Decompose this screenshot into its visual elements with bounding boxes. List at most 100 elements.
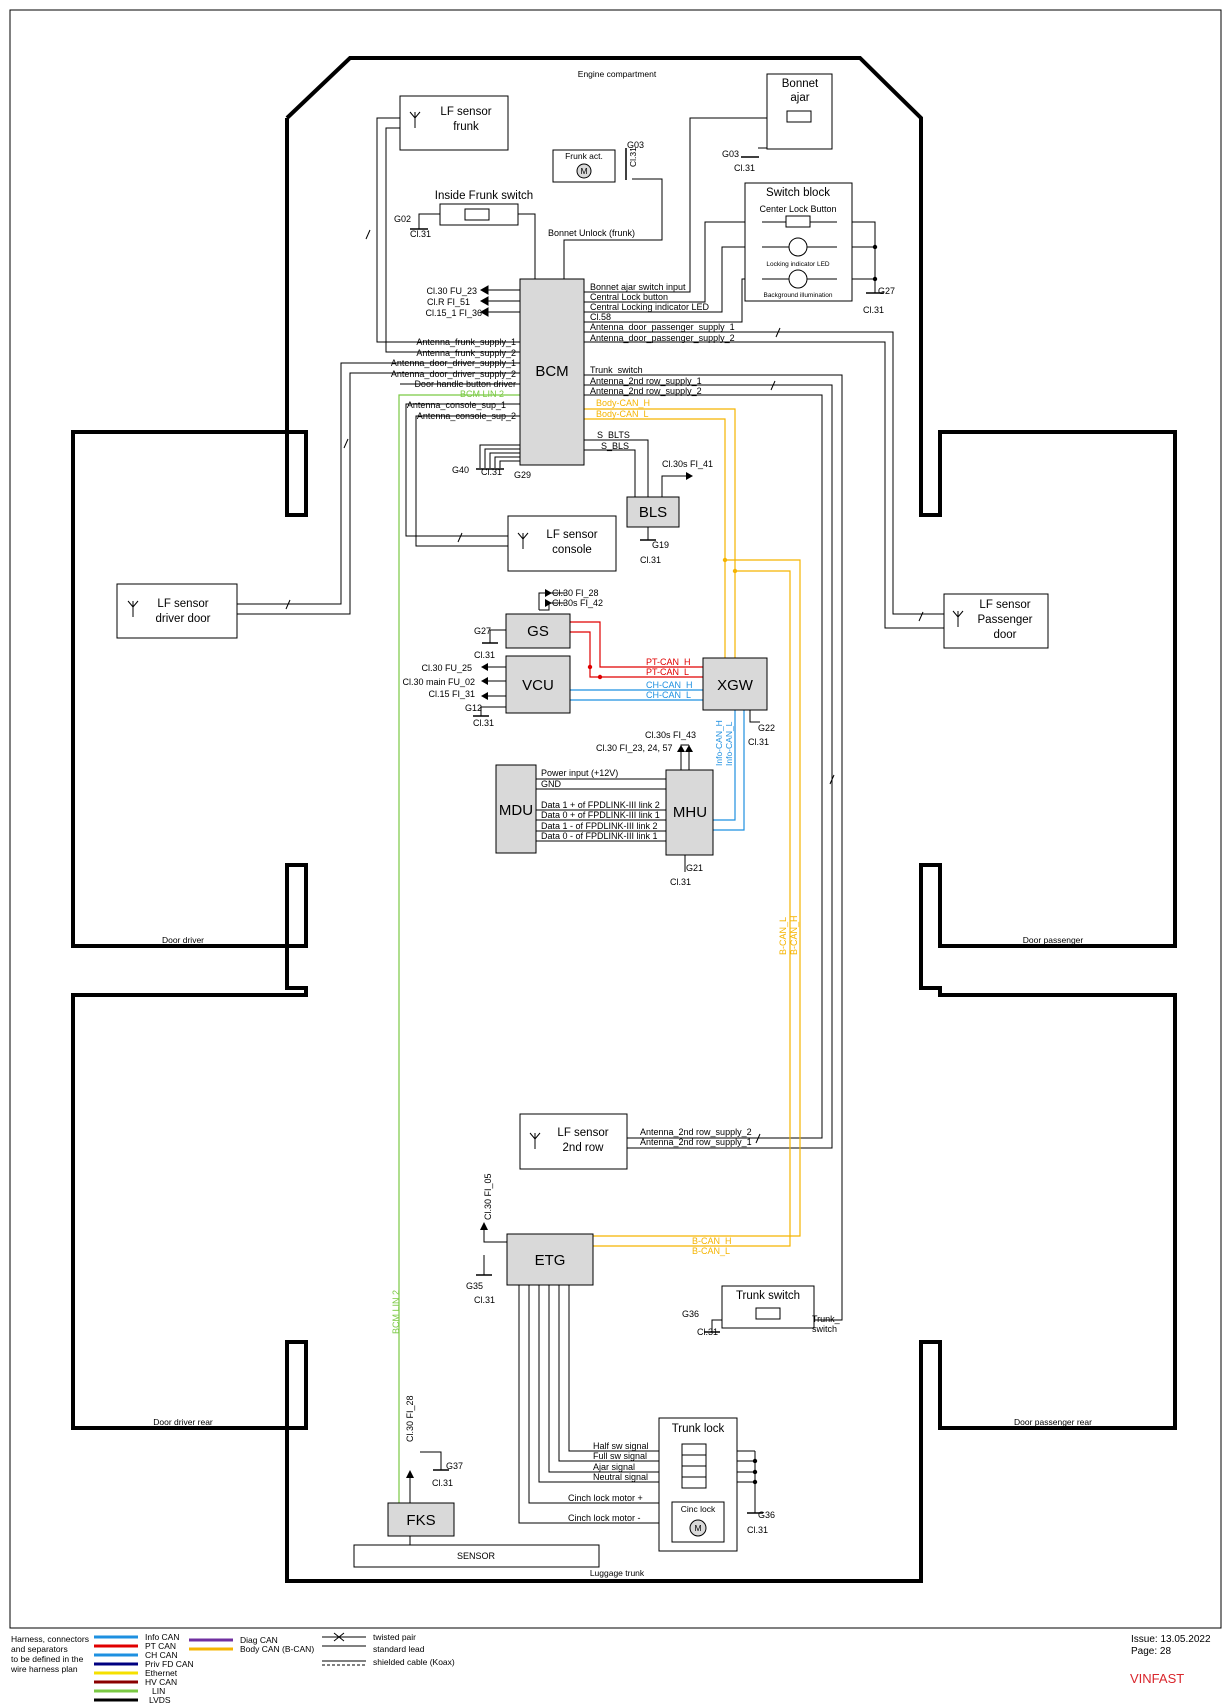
mhu-supply-1: Cl.30s FI_43 [645, 730, 696, 740]
g27-sb-cl31: Cl.31 [863, 305, 884, 315]
bcm-left-1: Cl.R FI_51 [427, 297, 470, 307]
trunk-sw-2: switch [812, 1324, 837, 1334]
trunk-line-3: Neutral signal [593, 1472, 648, 1482]
lf-console-1: LF sensor [546, 529, 597, 541]
legend-item-4: Ethernet [145, 1668, 178, 1678]
bcm-right-7: Trunk_switch [590, 365, 643, 375]
bcm-left-9: Antenna_console_sup_1 [407, 400, 506, 410]
lf-console-2: console [552, 544, 592, 556]
ch-can-l: CH-CAN_L [646, 690, 691, 700]
antenna-icon [952, 610, 964, 627]
gs-box [505, 613, 571, 649]
legend-note-2: to be defined in the [11, 1654, 84, 1664]
twist-marks [285, 229, 924, 1144]
b-can-l-etg: B-CAN_L [692, 1246, 730, 1256]
g40-label: G40 [452, 465, 469, 475]
g35-label: G35 [466, 1281, 483, 1291]
lf-row2-2: 2nd row [563, 1142, 605, 1154]
vehicle-outline [71, 56, 1177, 1583]
g21-cl31: Cl.31 [670, 877, 691, 887]
row2-line-0: Antenna_2nd row_supply_2 [640, 1127, 752, 1137]
trunk-switch-box [721, 1285, 815, 1329]
trunk-lock-title: Trunk lock [672, 1423, 725, 1435]
door-passenger-label: Door passenger [1023, 935, 1084, 945]
xgw-label: XGW [717, 677, 754, 694]
legend-item2-1: Body CAN (B-CAN) [240, 1644, 314, 1654]
brand-logo: VINFAST [1130, 1671, 1184, 1686]
bcm-right-4: Cl.58 [590, 312, 611, 322]
bls-supply: Cl.30s FI_41 [662, 459, 713, 469]
gs-supply-2: Cl.30s FI_42 [552, 598, 603, 608]
wire-type-2: shielded cable (Koax) [373, 1657, 455, 1667]
g27-gs-cl31: Cl.31 [474, 650, 495, 660]
lf-row2-1: LF sensor [557, 1127, 608, 1139]
g40-cl31: Cl.31 [481, 467, 502, 477]
lf-pass-1: LF sensor [979, 599, 1030, 611]
mdu-lines: Power input (+12V) GND Data 1 + of FPDLI… [541, 768, 660, 841]
g19-cl31: Cl.31 [640, 555, 661, 565]
lf-sensor-passenger [943, 593, 1049, 649]
locking-led-icon [788, 237, 808, 257]
trunk-lines: Half sw signal Full sw signal Ajar signa… [568, 1441, 649, 1523]
g36-tl-label: G36 [758, 1510, 775, 1520]
legend-item-7: LVDS [149, 1695, 171, 1705]
issue-date: Issue: 13.05.2022 [1131, 1634, 1211, 1645]
g03-bonnet-cl31: Cl.31 [734, 163, 755, 173]
g02-cl31: Cl.31 [410, 229, 431, 239]
center-lock-label: Center Lock Button [759, 204, 836, 214]
bcm-left-8: BCM LIN 2 [460, 389, 504, 399]
trunk-line-1: Full sw signal [593, 1451, 647, 1461]
g02-label: G02 [394, 214, 411, 224]
bcm-supply-arrows [479, 285, 520, 317]
sensor-box [353, 1544, 600, 1568]
motor-label: M [580, 166, 587, 176]
fks-box [387, 1502, 455, 1537]
g22-cl31: Cl.31 [748, 737, 769, 747]
bcm-right-0: Bonnet Unlock (frunk) [548, 228, 635, 238]
row2-line-1: Antenna_2nd row_supply_1 [640, 1137, 752, 1147]
g35-cl31: Cl.31 [474, 1295, 495, 1305]
bcm-right-5: Antenna_door_passenger_supply_1 [590, 322, 735, 332]
vcu-supply-1: Cl.30 FU_25 [421, 663, 472, 673]
bonnet-2: ajar [790, 92, 809, 104]
page-number: Page: 28 [1131, 1646, 1171, 1657]
legend-item-5: HV CAN [145, 1677, 177, 1687]
vcu-label: VCU [522, 677, 554, 694]
mdu-box [495, 764, 537, 854]
legend-item2-0: Diag CAN [240, 1635, 278, 1645]
trunk-line-4: Cinch lock motor + [568, 1493, 643, 1503]
center-lock-icon [785, 215, 811, 228]
cinch-lock-label: Cinc lock [681, 1504, 716, 1514]
g27-sb-label: G27 [878, 286, 895, 296]
legend-item-0: Info CAN [145, 1632, 180, 1642]
lf-sensor-frunk [399, 95, 509, 151]
gs-supply-1: Cl.30 FI_28 [552, 588, 599, 598]
bcm-left-3: Antenna_frunk_supply_1 [416, 337, 516, 347]
lf-sensor-console [507, 515, 617, 572]
pt-can-h: PT-CAN_H [646, 657, 691, 667]
mdu-label: MDU [499, 802, 533, 819]
switch-block-title: Switch block [766, 187, 830, 199]
cinch-motor-label: M [694, 1523, 701, 1533]
etg-label: ETG [535, 1252, 566, 1269]
trunk-sw-1: Trunk_ [812, 1314, 841, 1324]
vcu-box [505, 655, 571, 714]
door-passenger-rear-label: Door passenger rear [1014, 1417, 1092, 1427]
lf-frunk-2: frunk [453, 121, 479, 133]
legend-note-3: wire harness plan [10, 1664, 78, 1674]
black-wires [237, 102, 944, 1524]
xgw-box [702, 657, 768, 711]
g03-frunk-cl31: Cl.31 [628, 147, 638, 167]
bcm-right-labels: Bonnet Unlock (frunk) Bonnet ajar switch… [548, 228, 735, 451]
motor-icon [689, 1519, 707, 1537]
g12-cl31: Cl.31 [473, 718, 494, 728]
trunk-line-0: Half sw signal [593, 1441, 649, 1451]
lf-pass-3: door [993, 629, 1016, 641]
vcu-supply-2: Cl.30 main FU_02 [402, 677, 475, 687]
ch-can-h: CH-CAN_H [646, 680, 693, 690]
locking-led-label: Locking indicator LED [766, 261, 830, 268]
etg-box [506, 1233, 594, 1286]
mdu-line-5: Data 0 - of FPDLINK-III link 1 [541, 831, 658, 841]
lf-frunk-1: LF sensor [440, 106, 491, 118]
mhu-supply-2: Cl.30 FI_23, 24, 57 [596, 743, 673, 753]
